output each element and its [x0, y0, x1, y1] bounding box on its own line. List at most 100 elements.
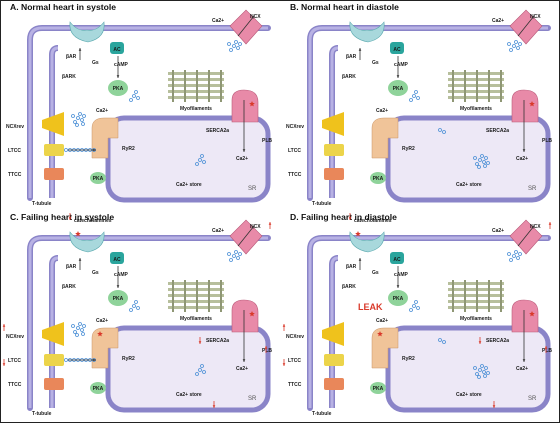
sr-label: SR: [248, 186, 257, 192]
pka-label: PKA: [393, 86, 404, 92]
calcium-ion: [78, 322, 82, 326]
calcium-ion: [129, 308, 133, 312]
arrowhead: [264, 346, 268, 349]
z-line: [452, 280, 454, 312]
myofilaments: [448, 70, 504, 102]
beta-adrenergic-receptor: [349, 21, 385, 43]
myofilaments-label: Myofilaments: [180, 106, 212, 112]
plb-phosphorylation-star-icon: [529, 311, 535, 317]
cytosol-ca-label: Ca2+: [376, 108, 388, 114]
pka-ryr2-label: PKA: [373, 386, 384, 392]
ncx-exchanger: [509, 219, 543, 255]
panel-title: B. Normal heart in diastole: [290, 2, 399, 12]
serca2a-pump: [231, 89, 259, 123]
calcium-ion: [136, 96, 140, 100]
calcium-ion: [518, 42, 522, 46]
calcium-ion: [514, 40, 518, 44]
serca-ca-label: Ca2+: [236, 366, 248, 372]
pka-enzyme: [388, 80, 408, 96]
arrowhead: [242, 149, 246, 152]
calcium-ion: [480, 364, 484, 368]
calcium-ion: [475, 162, 479, 166]
calcium-ion: [78, 112, 82, 116]
calcium-ion: [416, 96, 420, 100]
panel-title: D. Failing heart in diastole: [290, 212, 397, 222]
calcium-ion: [195, 162, 199, 166]
serca-label: SERCA2a: [206, 338, 229, 344]
sarcolemma-inner: [28, 236, 268, 408]
ncx-flux-arrow: [237, 225, 255, 247]
l-type-calcium-channel: [324, 354, 344, 366]
pka-ryr2-enzyme: [90, 382, 106, 394]
calcium-ion: [486, 161, 490, 165]
z-line: [464, 280, 466, 312]
plb-phosphorylation-star-icon: [249, 311, 255, 317]
calcium-ion: [484, 156, 488, 160]
calcium-ion: [238, 252, 242, 256]
arrowhead: [268, 222, 272, 225]
calcium-ion: [483, 164, 487, 168]
cytosol-ca-label: Ca2+: [96, 318, 108, 324]
t-type-calcium-channel: [44, 168, 64, 180]
camp-label: cAMP: [394, 272, 409, 278]
plb-label: PLB: [262, 138, 272, 144]
panel-c: C. Failing heart in systoleT-tubuleSRβAR…: [2, 212, 272, 417]
ac-label: AC: [113, 257, 121, 263]
z-line: [172, 70, 174, 102]
calcium-ion: [438, 128, 442, 132]
ncx-label: NCX: [250, 14, 261, 20]
arrowhead: [251, 226, 254, 229]
sarcoplasmic-reticulum: [385, 115, 551, 203]
ca-store-label: Ca2+ store: [176, 182, 202, 188]
arrowhead: [358, 48, 362, 51]
camp-label: cAMP: [114, 62, 129, 68]
calcium-ion: [507, 252, 511, 256]
pka-enzyme: [388, 290, 408, 306]
sr-label: SR: [248, 396, 257, 402]
z-line: [464, 70, 466, 102]
calcium-ion: [478, 368, 482, 372]
panel-title: A. Normal heart in systole: [10, 2, 116, 12]
arrowhead: [531, 226, 534, 229]
myofilaments-label: Myofilaments: [180, 316, 212, 322]
calcium-ion: [238, 42, 242, 46]
beta-ark-label: βARK: [62, 284, 76, 290]
z-line: [488, 70, 490, 102]
ac-label: AC: [113, 47, 121, 53]
ncx-label: NCX: [250, 224, 261, 230]
z-line: [208, 70, 210, 102]
calcium-ion: [509, 258, 513, 262]
sarcoplasmic-reticulum: [105, 325, 271, 413]
beta-ar-label: βAR: [66, 54, 77, 60]
calcium-ion: [482, 160, 486, 164]
arrowhead: [242, 359, 246, 362]
calcium-ion: [514, 250, 518, 254]
t-tubule-label: T-tubule: [312, 201, 332, 207]
calcium-ion: [71, 114, 75, 118]
calcium-ion: [482, 370, 486, 374]
gs-label: Gs: [372, 60, 379, 66]
arrowhead: [531, 16, 534, 19]
ncx-reverse-mode: [42, 322, 64, 346]
t-tubule-label: T-tubule: [312, 411, 332, 417]
calcium-ion: [82, 114, 86, 118]
serca2a-pump: [231, 299, 259, 333]
catecholamines-label: catecholamines: [74, 218, 112, 224]
calcium-ion: [200, 364, 204, 368]
calcium-ion: [82, 324, 86, 328]
myofilaments: [168, 280, 224, 312]
ncx-reverse-mode: [322, 322, 344, 346]
myofilaments-label: Myofilaments: [460, 106, 492, 112]
ncx-flux-arrow: [517, 225, 535, 247]
calcium-ion: [134, 300, 138, 304]
ncx-rev-label: NCXrev: [286, 124, 304, 130]
myofilaments: [448, 280, 504, 312]
calcium-ion: [73, 120, 77, 124]
calcium-ion: [473, 366, 477, 370]
gs-label: Gs: [372, 270, 379, 276]
arrowhead: [116, 75, 120, 78]
calcium-ion: [414, 90, 418, 94]
z-line: [196, 280, 198, 312]
t-tubule-inner: [330, 256, 339, 408]
arrowhead: [544, 346, 548, 349]
